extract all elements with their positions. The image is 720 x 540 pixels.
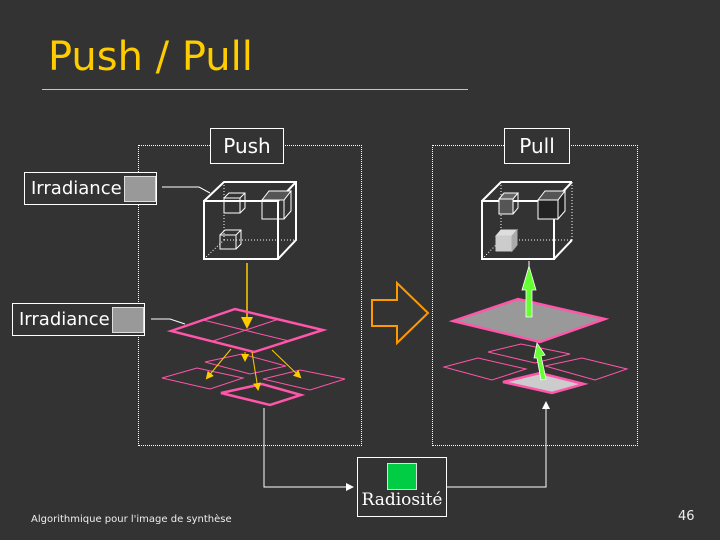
footer-text: Algorithmique pour l'image de synthèse: [31, 514, 232, 525]
irradiance-top-leader: [162, 186, 211, 194]
cell-cube-bottom: [219, 229, 242, 250]
pull-child-quads: [442, 343, 629, 381]
slide-title: Push / Pull: [48, 34, 253, 80]
radiosity-to-pull-connector: [446, 401, 550, 488]
irradiance-label: Irradiance: [19, 309, 110, 330]
push-parent-quad: [166, 307, 328, 354]
cell-cube-small-top: [497, 192, 520, 215]
radiosity-label: Radiosité: [361, 490, 443, 510]
title-underline: [42, 89, 468, 90]
push-distribution-arrows: [205, 348, 302, 391]
gray-swatch-icon: [111, 306, 144, 333]
transition-arrow-icon: [371, 280, 430, 346]
irradiance-label: Irradiance: [31, 178, 122, 199]
gray-swatch-icon: [123, 175, 156, 202]
irradiance-callout-top: Irradiance: [24, 172, 157, 205]
pull-arrow-up-icon: [521, 264, 547, 381]
pull-cube: [481, 181, 573, 260]
radiosity-box: Radiosité: [357, 457, 447, 517]
cell-cube-large-top: [536, 189, 567, 221]
cell-cube-small-top: [223, 192, 246, 214]
push-to-radiosity-connector: [263, 408, 354, 491]
pull-child-quad-filled: [502, 371, 589, 395]
cell-cube-bottom: [494, 228, 519, 253]
irradiance-bottom-leader: [151, 318, 186, 325]
page-number: 46: [678, 509, 695, 524]
push-child-quads: [161, 353, 346, 407]
push-cube: [203, 181, 297, 260]
irradiance-callout-bottom: Irradiance: [12, 303, 145, 336]
pull-panel-label: Pull: [504, 128, 570, 164]
push-panel-label: Push: [210, 128, 284, 164]
pull-parent-quad: [448, 297, 610, 344]
green-swatch-icon: [387, 463, 417, 490]
cell-cube-large-top: [260, 190, 293, 220]
